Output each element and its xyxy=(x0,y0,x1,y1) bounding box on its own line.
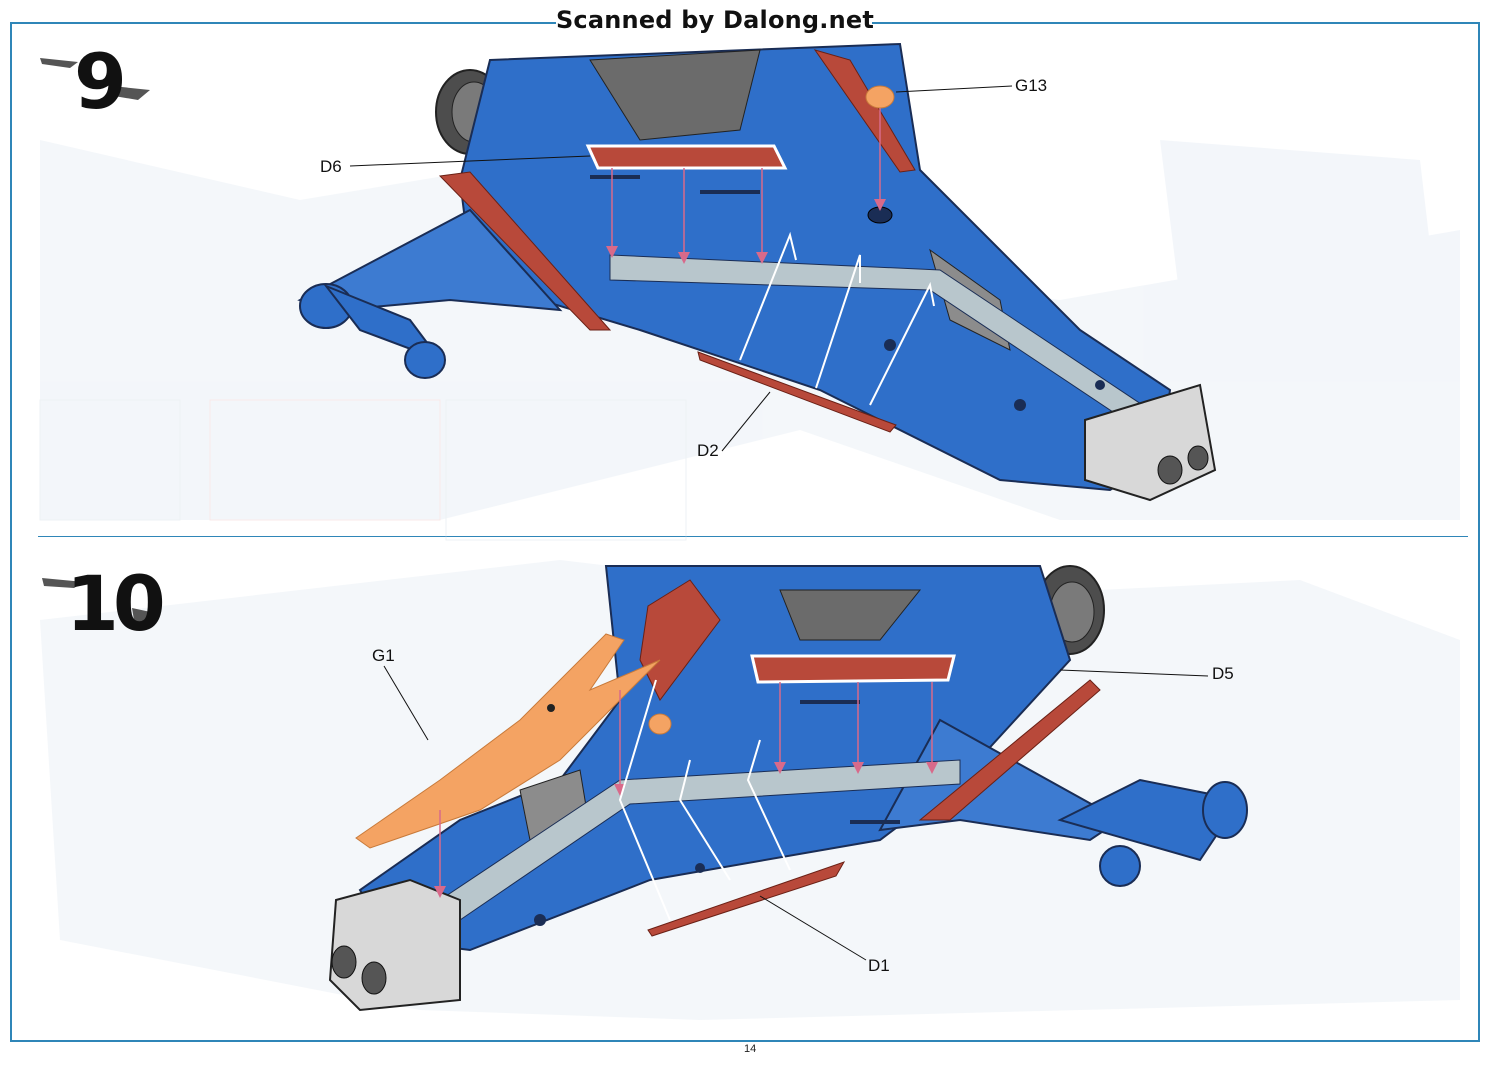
step9-number-swoosh xyxy=(40,58,150,100)
scanner-watermark: Scanned by Dalong.net xyxy=(555,6,875,34)
part-d2 xyxy=(697,351,897,433)
step-divider xyxy=(38,536,1468,537)
callout-d5: D5 xyxy=(1212,664,1234,683)
callout-g13: G13 xyxy=(1015,76,1048,95)
callout-d6: D6 xyxy=(320,157,342,176)
callout-g1: G1 xyxy=(372,646,395,665)
part-d6 xyxy=(585,144,788,170)
step-number-9: 9 xyxy=(74,37,127,126)
step10-guide-lines xyxy=(434,682,938,898)
step10-number-swoosh xyxy=(42,578,160,626)
part-d5 xyxy=(750,654,956,684)
step10-leader-lines xyxy=(383,665,1209,961)
step10-d1-guide-lines xyxy=(618,679,791,921)
watermark-backdrop xyxy=(556,4,872,38)
part-g1 xyxy=(355,633,661,849)
step9-guide-lines xyxy=(606,108,886,264)
step-number-10: 10 xyxy=(66,559,166,648)
step9-d2-guide-lines xyxy=(739,231,935,406)
part-g13 xyxy=(865,85,895,109)
page-number: 14 xyxy=(744,1043,757,1055)
part-d1 xyxy=(647,861,846,937)
callout-d2: D2 xyxy=(697,441,719,460)
step9-leader-lines xyxy=(349,85,1013,452)
callout-d1: D1 xyxy=(868,956,890,975)
